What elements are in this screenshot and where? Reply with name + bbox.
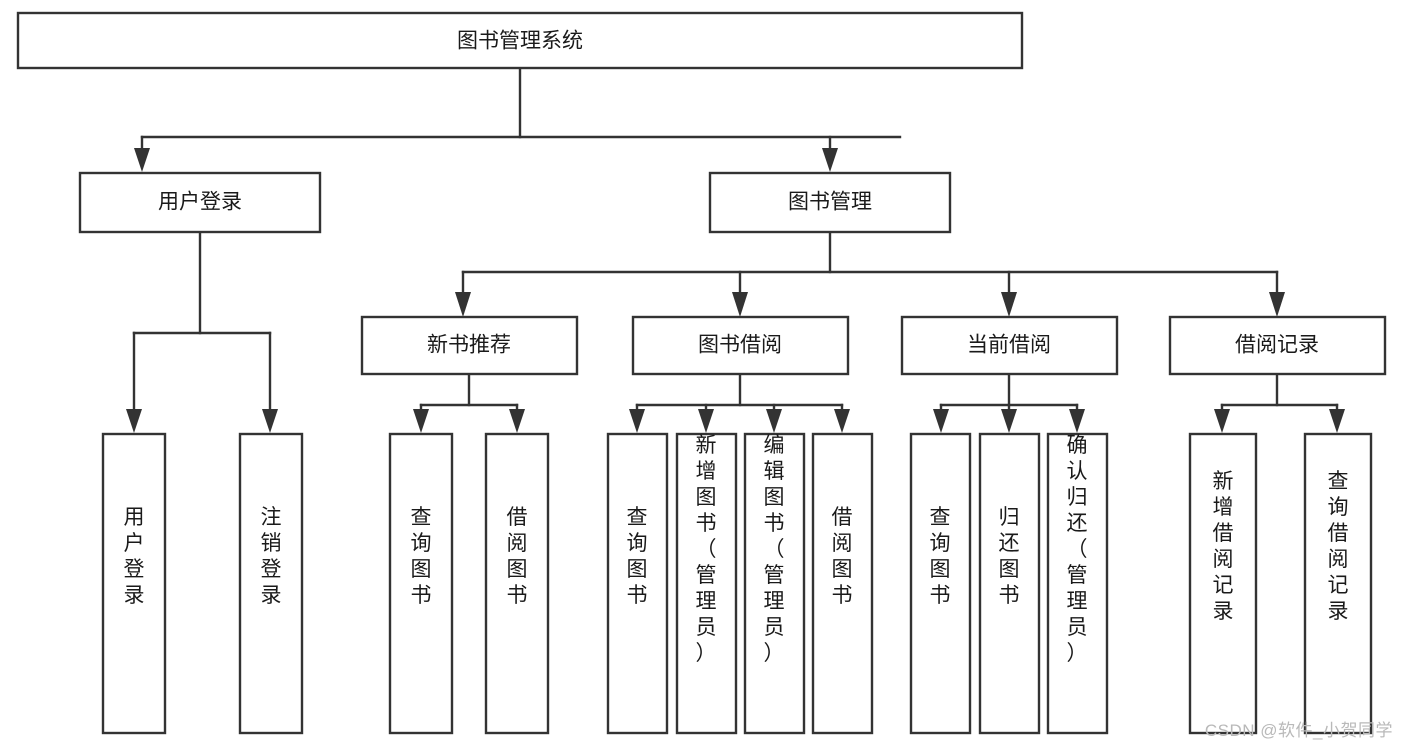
leaf-current-1-box[interactable] <box>909 432 972 735</box>
arrow-book-manage-c3 <box>1001 292 1017 317</box>
leaf-current-3-box[interactable] <box>1046 432 1109 735</box>
node-borrow-record-box[interactable] <box>1168 315 1387 376</box>
leaf-borrow-1[interactable]: 查询图书 <box>606 432 669 735</box>
arrow-current-leaf2 <box>1001 409 1017 433</box>
leaf-borrow-3-box[interactable] <box>743 432 806 735</box>
leaf-borrow-4[interactable]: 借阅图书 <box>811 432 874 735</box>
arrow-record-leaf1 <box>1214 409 1230 433</box>
leaf-record-1[interactable]: 新增借阅记录 <box>1188 432 1258 735</box>
arrow-book-manage-c2 <box>732 292 748 317</box>
node-user-login-label: 用户登录 <box>158 191 242 214</box>
leaf-record-2[interactable]: 查询借阅记录 <box>1303 432 1373 735</box>
arrow-borrow-leaf2 <box>698 409 714 433</box>
node-new-book-recommend-box[interactable] <box>360 315 579 376</box>
leaf-recommend-1-label: 查询图书 <box>411 506 432 607</box>
arrow-record-leaf2 <box>1329 409 1345 433</box>
leaf-borrow-1-box[interactable] <box>606 432 669 735</box>
leaf-record-1-label: 新增借阅记录 <box>1213 470 1234 623</box>
node-user-login[interactable]: 用户登录 <box>78 171 322 234</box>
leaf-current-1-label: 查询图书 <box>930 506 951 607</box>
arrow-book-manage-c1 <box>455 292 471 317</box>
arrow-borrow-leaf1 <box>629 409 645 433</box>
leaf-current-2-label: 归还图书 <box>999 506 1020 607</box>
node-book-manage[interactable]: 图书管理 <box>708 171 952 234</box>
node-user-login-box[interactable] <box>78 171 322 234</box>
leaf-borrow-2-label: 新增图书（管理员） <box>696 434 717 665</box>
leaf-record-1-box[interactable] <box>1188 432 1258 735</box>
node-borrow-record-label: 借阅记录 <box>1235 334 1319 357</box>
arrow-current-leaf3 <box>1069 409 1085 433</box>
leaf-recommend-1[interactable]: 查询图书 <box>388 432 454 735</box>
leaf-user-login-1-box[interactable] <box>101 432 167 735</box>
leaf-current-2[interactable]: 归还图书 <box>978 432 1041 735</box>
node-book-manage-label: 图书管理 <box>788 191 872 214</box>
leaf-record-2-label: 查询借阅记录 <box>1328 470 1349 623</box>
arrow-recommend-leaf1 <box>413 409 429 433</box>
leaf-user-login-1[interactable]: 用户登录 <box>101 432 167 735</box>
arrow-root-to-book-manage <box>822 148 838 172</box>
node-book-borrow-label: 图书借阅 <box>698 334 782 357</box>
leaf-record-2-box[interactable] <box>1303 432 1373 735</box>
arrow-root-to-user-login <box>134 148 150 172</box>
arrow-borrow-leaf3 <box>766 409 782 433</box>
node-current-borrow-label: 当前借阅 <box>967 334 1051 357</box>
arrow-borrow-leaf4 <box>834 409 850 433</box>
node-borrow-record[interactable]: 借阅记录 <box>1168 315 1387 376</box>
leaf-recommend-2-label: 借阅图书 <box>507 506 528 607</box>
node-root-box[interactable] <box>16 11 1024 70</box>
node-root-label: 图书管理系统 <box>457 30 583 53</box>
leaf-borrow-4-box[interactable] <box>811 432 874 735</box>
leaf-user-login-2[interactable]: 注销登录 <box>238 432 304 735</box>
arrow-recommend-leaf2 <box>509 409 525 433</box>
leaf-user-login-2-label: 注销登录 <box>261 506 282 607</box>
node-new-book-recommend[interactable]: 新书推荐 <box>360 315 579 376</box>
node-current-borrow-box[interactable] <box>900 315 1119 376</box>
connector-group <box>126 66 1345 433</box>
arrow-book-manage-c4 <box>1269 292 1285 317</box>
node-book-borrow-box[interactable] <box>631 315 850 376</box>
leaf-borrow-1-label: 查询图书 <box>627 506 648 607</box>
leaf-recommend-2-box[interactable] <box>484 432 550 735</box>
leaf-current-1[interactable]: 查询图书 <box>909 432 972 735</box>
node-current-borrow[interactable]: 当前借阅 <box>900 315 1119 376</box>
leaf-current-3-label: 确认归还（管理员） <box>1067 434 1088 665</box>
leaf-borrow-2-box[interactable] <box>675 432 738 735</box>
leaf-borrow-3[interactable]: 编辑图书（管理员） <box>743 432 806 735</box>
node-new-book-recommend-label: 新书推荐 <box>427 334 511 357</box>
leaf-borrow-3-label: 编辑图书（管理员） <box>764 434 785 665</box>
leaf-user-login-1-label: 用户登录 <box>124 506 145 607</box>
arrow-user-login-leaf1 <box>126 409 142 433</box>
arrow-current-leaf1 <box>933 409 949 433</box>
node-root[interactable]: 图书管理系统 <box>16 11 1024 70</box>
arrow-user-login-leaf2 <box>262 409 278 433</box>
leaf-recommend-1-box[interactable] <box>388 432 454 735</box>
node-book-manage-box[interactable] <box>708 171 952 234</box>
leaf-current-2-box[interactable] <box>978 432 1041 735</box>
node-book-borrow[interactable]: 图书借阅 <box>631 315 850 376</box>
leaf-borrow-2[interactable]: 新增图书（管理员） <box>675 432 738 735</box>
csdn-watermark: CSDN @软件_小贺同学 <box>1204 721 1393 740</box>
leaf-recommend-2[interactable]: 借阅图书 <box>484 432 550 735</box>
leaf-current-3[interactable]: 确认归还（管理员） <box>1046 432 1109 735</box>
leaf-borrow-4-label: 借阅图书 <box>832 506 853 607</box>
leaf-user-login-2-box[interactable] <box>238 432 304 735</box>
